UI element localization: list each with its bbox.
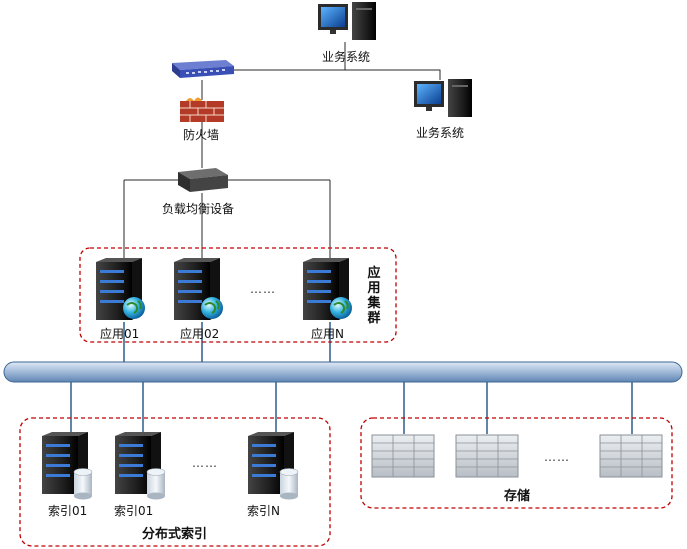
app-server-label: 应用N xyxy=(311,327,344,341)
app-server-icons xyxy=(96,258,352,320)
index-ellipsis: …… xyxy=(192,456,218,470)
app-server-label: 应用01 xyxy=(100,327,140,341)
app-cluster-title-char: 用 xyxy=(367,281,381,296)
business-system-top-icon xyxy=(318,2,376,40)
storage-ellipsis: …… xyxy=(544,450,570,464)
firewall-icon xyxy=(180,97,224,122)
storage-group-title: 存储 xyxy=(504,489,531,504)
bus-links xyxy=(70,322,633,436)
app-cluster-ellipsis: …… xyxy=(250,282,276,296)
index-group-title: 分布式索引 xyxy=(142,527,208,542)
firewall-label: 防火墙 xyxy=(183,128,220,142)
storage-group xyxy=(360,417,673,509)
index-server-label: 索引01 xyxy=(114,504,154,518)
app-cluster-title-char: 应 xyxy=(367,266,381,281)
business-system-right-label: 业务系统 xyxy=(416,126,465,140)
load-balancer-icon xyxy=(178,168,228,192)
app-server-label: 应用02 xyxy=(180,327,220,341)
business-system-right-icon xyxy=(414,79,472,117)
app-cluster-title: 应 用 集 群 xyxy=(366,266,382,326)
index-server-label: 索引N xyxy=(247,504,280,518)
network-bus xyxy=(3,361,683,383)
index-group xyxy=(19,417,331,547)
app-cluster-group xyxy=(79,247,397,343)
storage-array-icons xyxy=(371,434,663,478)
business-system-top-label: 业务系统 xyxy=(322,50,371,64)
app-cluster-title-char: 集 xyxy=(367,296,381,311)
app-cluster-title-char: 群 xyxy=(367,311,381,326)
connection-lines xyxy=(123,42,441,262)
switch-icon xyxy=(172,60,234,78)
load-balancer-label: 负载均衡设备 xyxy=(162,202,235,216)
index-server-label: 索引01 xyxy=(48,504,88,518)
index-server-icons xyxy=(42,432,299,500)
